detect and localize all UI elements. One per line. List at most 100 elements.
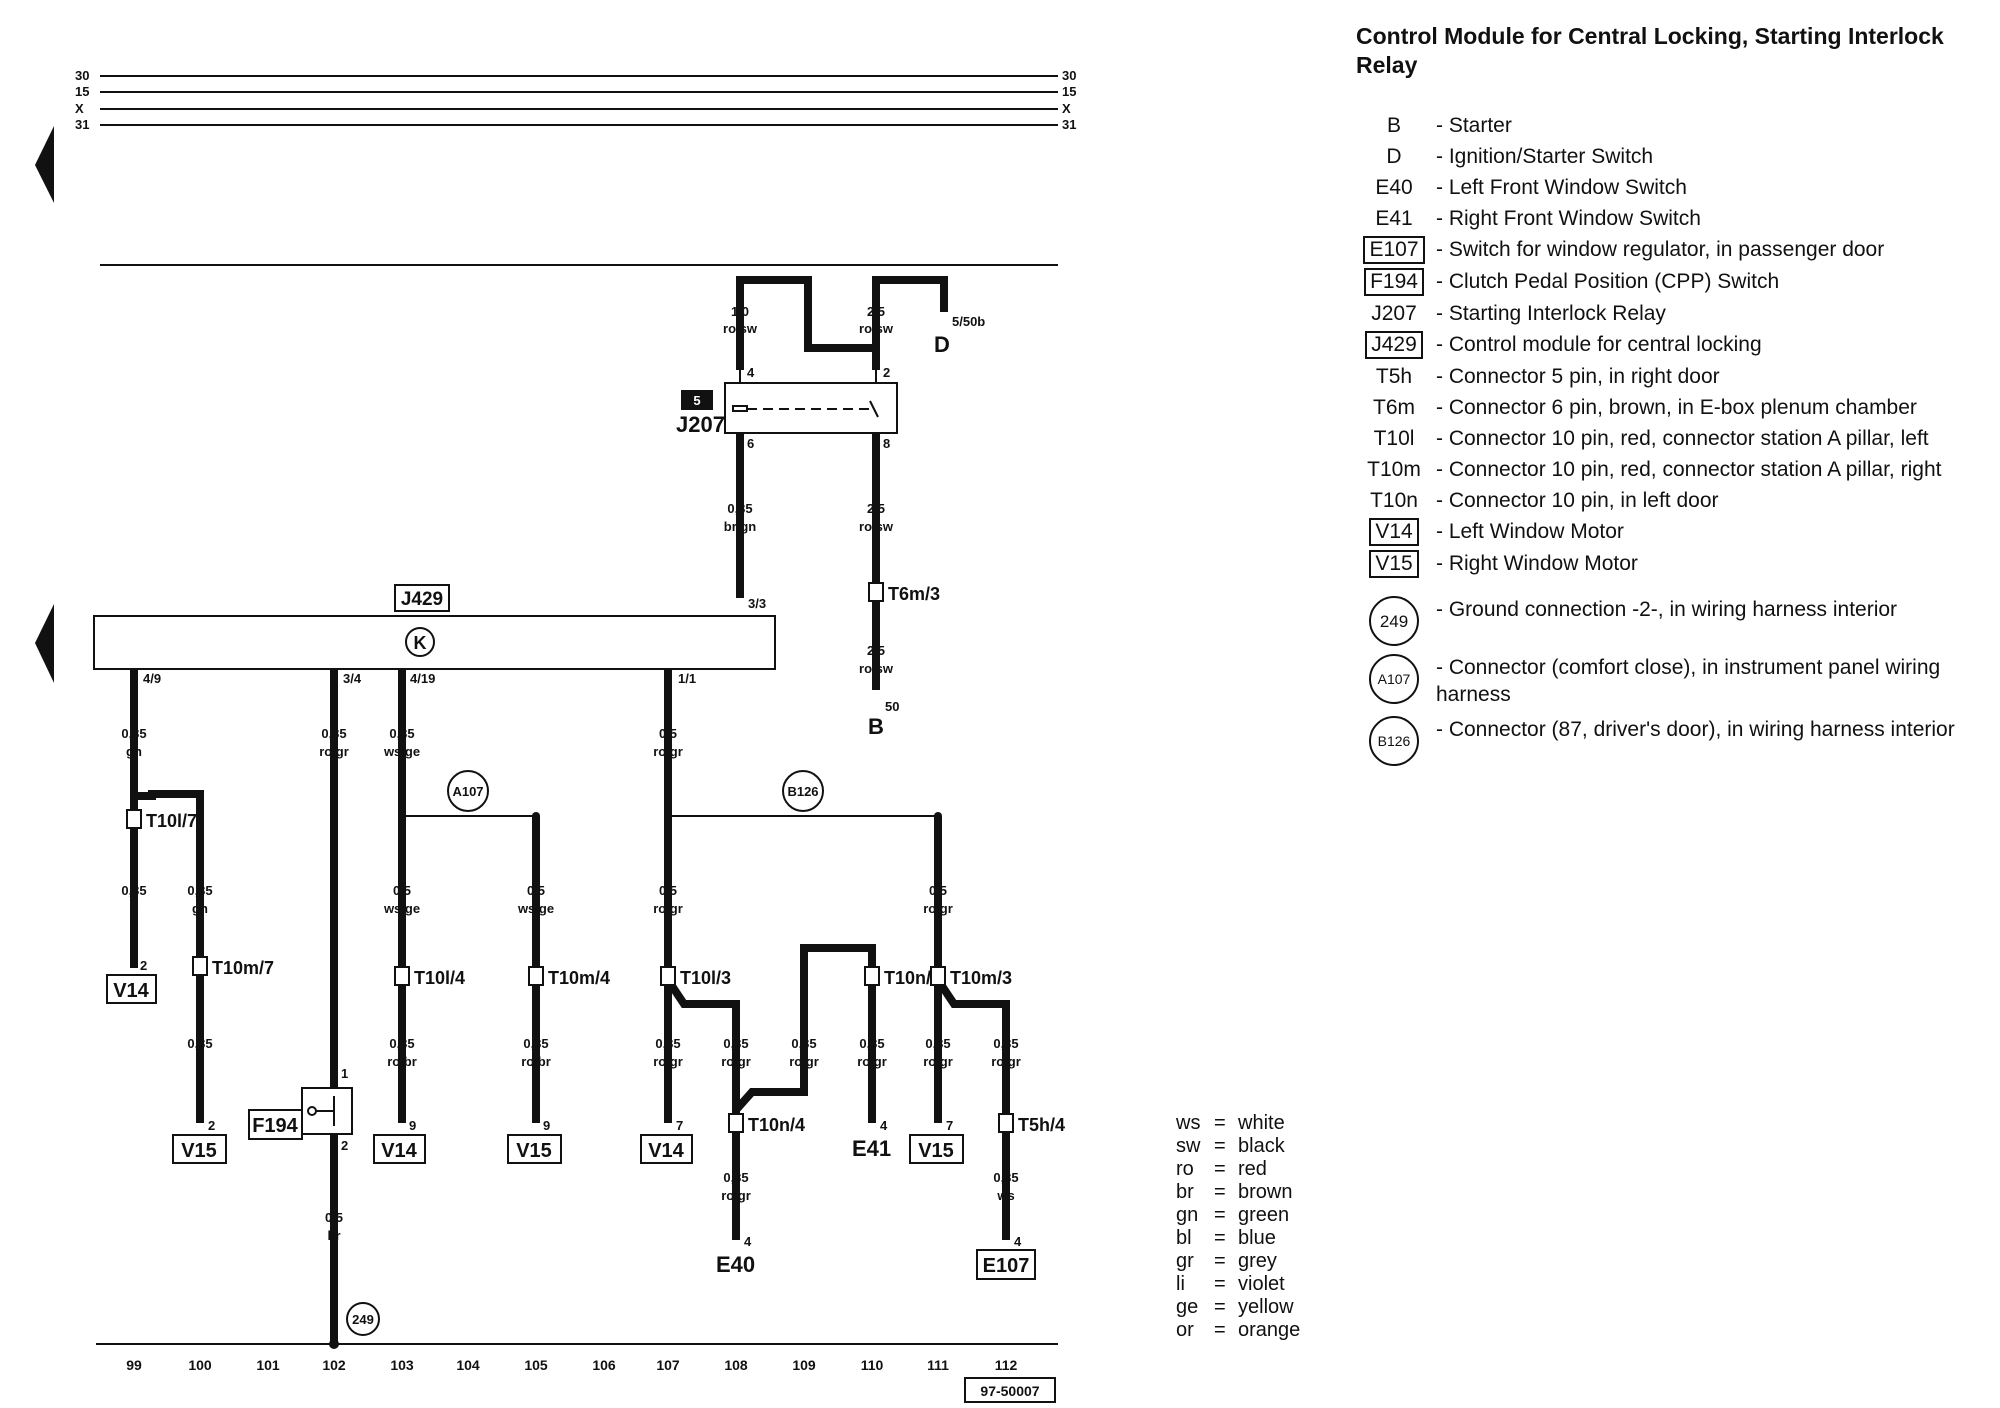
circuit-102: 0,35 ro/gr 1 2 F194 0,5 br 249 [248, 669, 380, 1349]
v15-box [507, 1134, 562, 1164]
wire-color: ro/gr [923, 1054, 953, 1069]
f194-label: F194 [252, 1115, 298, 1137]
e107-pin: 4 [1014, 1234, 1022, 1249]
color-abbr: ge [1176, 1296, 1199, 1318]
column-number: 108 [724, 1357, 748, 1373]
v14-box [373, 1134, 426, 1164]
legend-desc: - Ignition/Starter Switch [1436, 145, 1654, 168]
color-name: green [1238, 1204, 1290, 1226]
diagram-number: 97-50007 [980, 1383, 1039, 1399]
v15-label: V15 [918, 1140, 954, 1162]
wire-size: 0,5 [393, 883, 411, 898]
connector-t10l3-label: T10l/3 [680, 968, 731, 988]
color-key-row: li=violet [1176, 1273, 1285, 1295]
page-arrow-middle[interactable] [35, 604, 54, 683]
connector-b126 [782, 770, 824, 812]
j207-pin-2: 2 [883, 365, 890, 380]
legend-item: J429- Control module for central locking [1356, 331, 1976, 359]
legend-code: F194 [1364, 268, 1424, 296]
legend-code: T5h [1375, 365, 1413, 388]
color-abbr: li [1176, 1273, 1185, 1295]
legend-item: V14- Left Window Motor [1356, 518, 1976, 546]
wire-color: li [130, 901, 137, 916]
v15-label: V15 [181, 1140, 217, 1162]
j429-pin-3-3: 3/3 [748, 596, 766, 611]
color-name: white [1238, 1112, 1285, 1134]
color-key-row: bl=blue [1176, 1227, 1276, 1249]
circuit-99-100: 0,35 gn T10l/7 0,35 li 2 V14 0,35 gn T10… [106, 669, 274, 1164]
legend-code: E107 [1363, 236, 1425, 264]
v15-pin: 9 [543, 1118, 550, 1133]
color-key-row: ws=white [1176, 1112, 1285, 1134]
wire-color: gn [192, 901, 208, 916]
ground-249-label: 249 [352, 1312, 374, 1327]
legend-code: T10n [1370, 489, 1418, 512]
wire-size: 2,5 [867, 643, 885, 658]
color-name: grey [1238, 1250, 1277, 1272]
component-e41: E41 [852, 1136, 891, 1161]
f194-pin-2: 2 [341, 1138, 348, 1153]
legend-item: J207- Starting Interlock Relay [1356, 300, 1976, 327]
color-name: blue [1238, 1227, 1276, 1249]
wire-size: 0,35 [389, 726, 414, 741]
connector-b126-label: B126 [787, 784, 818, 799]
legend-desc: - Connector 10 pin, red, connector stati… [1436, 427, 1929, 450]
column-number: 104 [456, 1357, 480, 1373]
legend-desc: - Starter [1436, 114, 1512, 137]
connector-t6m3: T6m/3 [868, 582, 940, 604]
page-arrow-top[interactable] [35, 126, 54, 203]
column-number: 99 [126, 1357, 142, 1373]
wire-size: 0,35 [723, 1170, 748, 1185]
diagram-number-box [964, 1377, 1056, 1403]
legend-desc: - Right Window Motor [1436, 552, 1638, 575]
wire-color: ro/gr [319, 744, 349, 759]
bus-x-left: X [75, 101, 84, 116]
j207-pin-6: 6 [747, 436, 754, 451]
legend-item: T6m- Connector 6 pin, brown, in E-box pl… [1356, 394, 1976, 421]
connector-t10m4-label: T10m/4 [548, 968, 610, 988]
legend-panel: Control Module for Central Locking, Star… [1356, 22, 1976, 774]
connector-t6m3-label: T6m/3 [888, 584, 940, 604]
column-number: 103 [390, 1357, 414, 1373]
legend-desc: - Starting Interlock Relay [1436, 302, 1666, 325]
wire-color: ro/br [521, 1054, 551, 1069]
color-abbr: gn [1176, 1204, 1199, 1226]
legend-desc: - Control module for central locking [1436, 333, 1762, 356]
column-number: 105 [524, 1357, 548, 1373]
legend-list: B- Starter D- Ignition/Starter Switch E4… [1356, 112, 1976, 578]
wire-size: 1,0 [731, 304, 749, 319]
color-abbr: or [1176, 1319, 1194, 1341]
j429-pin-1-1: 1/1 [678, 671, 696, 686]
wire-size: 0,35 [389, 1036, 414, 1051]
color-key-row: gr=grey [1176, 1250, 1277, 1272]
circuit-103-105: 0,35 ws/ge A107 0,5 ws/ge 0,5 ws/ge T10l… [373, 669, 610, 1164]
b-pin-50: 50 [885, 699, 899, 714]
bus-x-right: X [1062, 101, 1071, 116]
j207-pin-8: 8 [883, 436, 890, 451]
j207-label: J207 [676, 412, 725, 437]
connector-a107-label: A107 [452, 784, 483, 799]
j429-pin-4-19: 4/19 [410, 671, 435, 686]
wire-size: 0,35 [723, 1036, 748, 1051]
wire-color-key: ws=white sw=black ro=red br=brown gn=gre… [1176, 1112, 1300, 1342]
color-name: orange [1238, 1319, 1301, 1341]
wire-size: 0,35 [859, 1036, 884, 1051]
wire-color: li [196, 1054, 203, 1069]
bus-30-left: 30 [75, 68, 89, 83]
bus-31-left: 31 [75, 117, 89, 132]
wire-size: 0,35 [727, 501, 752, 516]
wire-color: ro/gr [653, 901, 683, 916]
wire-size: 0,35 [523, 1036, 548, 1051]
v14-pin: 2 [140, 958, 147, 973]
wire-color: ro/gr [653, 744, 683, 759]
wire-size: 0,5 [527, 883, 545, 898]
legend-desc: - Clutch Pedal Position (CPP) Switch [1436, 270, 1780, 293]
j429-pin-3-4: 3/4 [343, 671, 362, 686]
color-name: black [1238, 1135, 1285, 1157]
wire-color: ro/gr [721, 1054, 751, 1069]
legend-circle: 249 [1369, 596, 1419, 646]
legend-desc: - Switch for window regulator, in passen… [1436, 238, 1885, 261]
wire-color: ws/ge [383, 744, 420, 759]
color-key-row: gn=green [1176, 1204, 1290, 1226]
legend-item: T10n- Connector 10 pin, in left door [1356, 487, 1976, 514]
